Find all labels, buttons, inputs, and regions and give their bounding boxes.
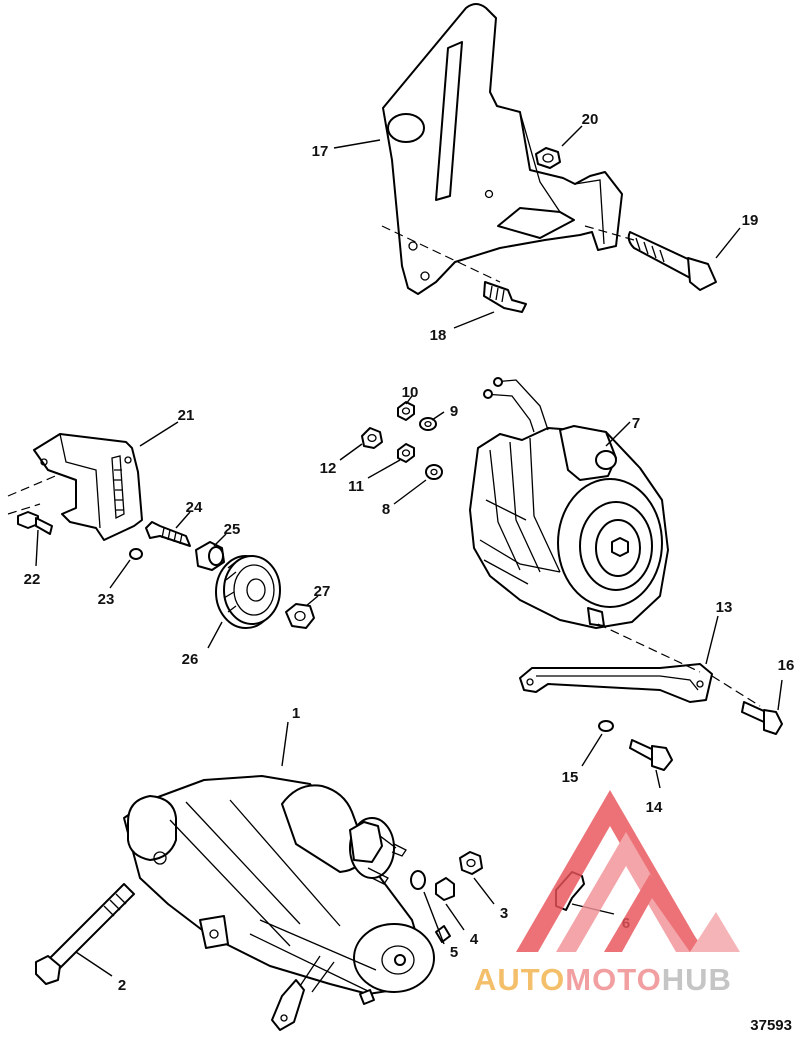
bolt-19	[627, 231, 717, 291]
callout-17: 17	[312, 143, 329, 160]
bolt-22	[17, 511, 53, 535]
callout-8: 8	[382, 501, 390, 518]
washer-23	[129, 548, 143, 560]
callout-10: 10	[402, 384, 419, 401]
stud-18	[483, 281, 527, 313]
callout-4: 4	[470, 931, 479, 948]
nut-4	[435, 877, 455, 901]
callout-7: 7	[632, 415, 640, 432]
nut-27	[285, 603, 315, 629]
callout-numbers: 1 2 3 4 5 6 7 8 9 10 11 12 13 14 15 16 1…	[24, 111, 795, 994]
washer-9	[419, 417, 437, 431]
watermark-text-auto: AUTO	[474, 962, 565, 997]
bolt-16	[741, 701, 783, 735]
callout-2: 2	[118, 977, 126, 994]
mounting-bracket-17	[382, 3, 623, 295]
washer-15	[598, 720, 614, 732]
callout-1: 1	[292, 705, 300, 722]
washer-5	[410, 870, 426, 890]
callout-11: 11	[348, 478, 364, 495]
callout-13: 13	[716, 599, 733, 616]
automotohub-watermark: AUTOMOTOHUB	[474, 790, 740, 997]
alternator-7	[469, 377, 669, 629]
figure-reference-number: 37593	[750, 1017, 792, 1034]
nut-11	[397, 443, 415, 463]
callout-27: 27	[314, 583, 331, 600]
nut-12	[361, 427, 383, 449]
callout-21: 21	[178, 407, 195, 424]
nut-20	[535, 147, 561, 169]
callout-22: 22	[24, 571, 41, 588]
nut-3	[459, 851, 483, 875]
watermark-triangle-logo	[516, 790, 740, 952]
idler-bracket-21	[33, 433, 143, 541]
bolt-14	[629, 739, 673, 771]
callout-16: 16	[778, 657, 795, 674]
stud-24	[145, 521, 191, 547]
callout-15: 15	[562, 769, 579, 786]
bolt-2	[35, 883, 135, 985]
callout-9: 9	[450, 403, 458, 420]
callout-18: 18	[430, 327, 447, 344]
spacer-25	[195, 541, 225, 571]
starter-motor-1	[123, 775, 451, 1031]
callout-24: 24	[186, 499, 203, 516]
callout-23: 23	[98, 591, 115, 608]
callout-14: 14	[646, 799, 663, 816]
callout-5: 5	[450, 944, 458, 961]
callout-25: 25	[224, 521, 241, 538]
washer-8	[425, 464, 443, 480]
callout-26: 26	[182, 651, 199, 668]
callout-12: 12	[320, 460, 337, 477]
callout-3: 3	[500, 905, 508, 922]
callout-19: 19	[742, 212, 759, 229]
watermark-text-moto: MOTO	[565, 962, 661, 997]
svg-text:AUTOMOTOHUB: AUTOMOTOHUB	[474, 962, 732, 997]
nut-10	[397, 401, 415, 421]
alternator-brace-13	[519, 663, 713, 703]
watermark-text-hub: HUB	[662, 962, 732, 997]
idler-pulley-26	[215, 555, 281, 629]
callout-20: 20	[582, 111, 599, 128]
